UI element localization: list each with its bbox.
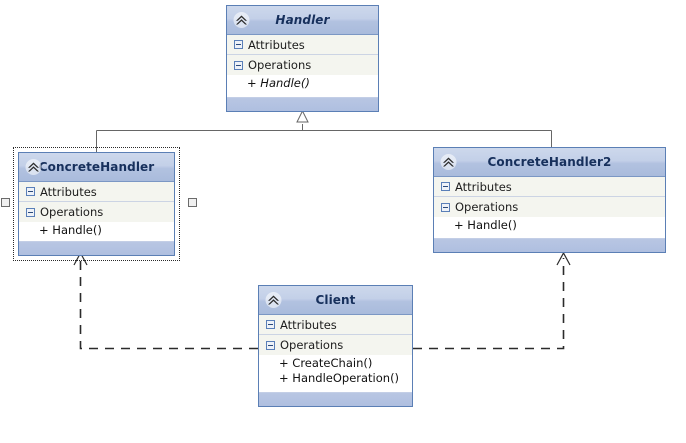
chevron-double-up-icon [25,159,42,176]
operations-compartment-client[interactable]: Operations [259,335,412,355]
class-footer-concretehandler [19,241,174,255]
class-footer-concretehandler2 [434,238,665,252]
attributes-label: Attributes [40,184,97,199]
collapse-minus-icon[interactable] [26,187,35,196]
collapse-minus-icon[interactable] [441,182,450,191]
operations-label: Operations [248,58,312,72]
class-box-handler[interactable]: Handler Attributes Operations + Handle() [226,5,379,112]
operation-row[interactable]: + Handle() [454,218,517,232]
attributes-compartment-concretehandler2[interactable]: Attributes [434,177,665,197]
attributes-compartment-client[interactable]: Attributes [259,315,412,335]
operations-list-concretehandler2: + Handle() [434,217,665,238]
class-box-concretehandler2[interactable]: ConcreteHandler2 Attributes Operations +… [433,147,666,253]
class-header-handler: Handler [227,6,378,35]
collapse-minus-icon[interactable] [441,202,450,212]
class-name-concretehandler2: ConcreteHandler2 [487,155,612,169]
class-box-client[interactable]: Client Attributes Operations + CreateCha… [258,285,413,407]
class-name-handler: Handler [275,13,330,27]
attributes-compartment-handler[interactable]: Attributes [227,35,378,55]
class-footer-client [259,392,412,406]
collapse-minus-icon[interactable] [234,40,243,49]
class-header-client: Client [259,286,412,315]
operation-row[interactable]: + Handle() [39,223,102,237]
operations-label: Operations [455,200,519,214]
operations-compartment-concretehandler[interactable]: Operations [19,202,174,222]
operations-list-concretehandler: + Handle() [19,222,174,241]
selection-handle-right[interactable] [188,198,197,207]
attributes-label: Attributes [280,317,337,332]
attributes-compartment-concretehandler[interactable]: Attributes [19,182,174,202]
hollow-triangle-arrowhead [296,109,309,123]
collapse-minus-icon[interactable] [266,340,275,350]
class-name-concretehandler: ConcreteHandler [38,160,155,174]
attributes-label: Attributes [455,179,512,194]
operations-label: Operations [280,338,344,352]
operation-row[interactable]: + CreateChain() [279,356,373,370]
collapse-minus-icon[interactable] [26,207,35,217]
dependency-edge-right [413,251,571,350]
chevron-double-up-icon [233,12,250,29]
class-header-concretehandler: ConcreteHandler [19,153,174,182]
operation-row[interactable]: + HandleOperation() [279,371,400,385]
chevron-double-up-icon [440,154,457,171]
generalization-edges [96,109,552,152]
class-name-client: Client [315,293,356,307]
selection-handle-left[interactable] [1,198,10,207]
operations-label: Operations [40,205,104,219]
operations-list-handler: + Handle() [227,75,378,97]
attributes-label: Attributes [248,37,305,52]
chevron-double-up-icon [265,292,282,309]
class-box-concretehandler[interactable]: ConcreteHandler Attributes Operations + … [18,152,175,256]
class-header-concretehandler2: ConcreteHandler2 [434,148,665,177]
collapse-minus-icon[interactable] [266,320,275,329]
class-footer-handler [227,97,378,111]
collapse-minus-icon[interactable] [234,60,243,70]
operations-compartment-concretehandler2[interactable]: Operations [434,197,665,217]
operations-compartment-handler[interactable]: Operations [227,55,378,75]
operations-list-client: + CreateChain() + HandleOperation() [259,355,412,392]
dependency-edge-left [73,251,258,350]
operation-row[interactable]: + Handle() [247,76,310,90]
open-arrowhead-right [556,251,571,266]
